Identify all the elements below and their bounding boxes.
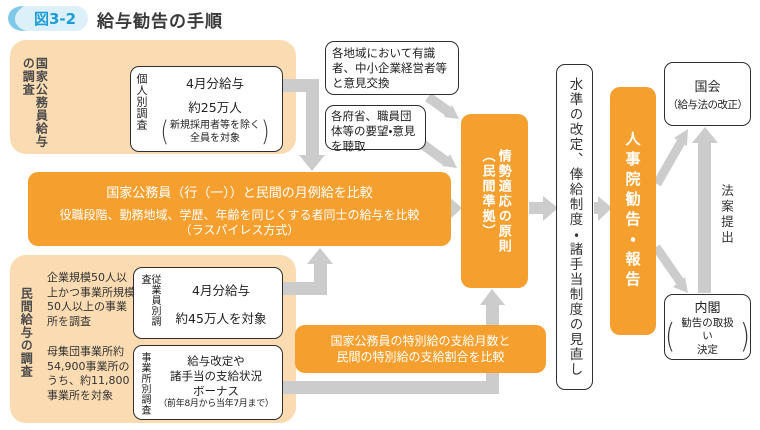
allowance-status-text: 諸手当の支給状況 (170, 369, 262, 384)
cabinet-box: 内閣 ( 勧告の取扱い 決定 ) (664, 294, 751, 360)
bonus-comparison-box: 国家公務員の特別給の支給月数と 民間の特別給の支給割合を比較 (295, 325, 546, 373)
standard-revision-box: 水準の改定、俸給制度・諸手当制度の見直し (556, 64, 593, 390)
figure-number: 図3-2 (33, 10, 77, 28)
bonus-comparison-line2: 民間の特別給の支給割合を比較 (336, 350, 505, 364)
badge-swoosh-icon (5, 4, 39, 33)
bill-submission-label: 法案提出 (719, 184, 734, 246)
private-survey-scope-text: 企業規模50人以上かつ事業所規模50人以上の事業所を調査 (47, 271, 135, 328)
monthly-comparison-line3: （ラスパイレス方式） (179, 223, 300, 237)
figure-number-badge: 図3-2 (8, 6, 88, 31)
bonus-text: ボーナス (193, 384, 239, 399)
opinion-exchange-box: 各地域において有識者、中小企業経営者等と意見交換 (325, 41, 459, 95)
private-survey-population-text: 母集団事業所約54,900事業所のうち、約11,800事業所を対象 (47, 345, 130, 402)
survey-period-text: （前年8月から当年7月まで） (158, 399, 274, 410)
close-paren: ) (739, 318, 750, 356)
diet-subtitle: （給与法の改正） (667, 99, 749, 111)
headcount-text: 約45万人を対象 (175, 310, 267, 326)
monthly-salary-comparison-box: 国家公務員（行（一））と民間の月例給を比較 役職段階、勤務地域、学歴、年齢を同じ… (28, 172, 451, 246)
cabinet-title: 内閣 (694, 301, 721, 317)
employee-survey-box: 従業員別調査 4月分給与 約45万人を対象 (133, 267, 283, 339)
open-paren: ( (160, 116, 169, 148)
monthly-comparison-line1: 国家公務員（行（一））と民間の月例給を比較 (106, 186, 373, 201)
panel-label-national-survey: 国家公務員給与 の調査 (21, 57, 49, 148)
close-paren: ) (261, 116, 270, 148)
panel-label-private-survey: 民間給与の調査 (19, 287, 34, 378)
diet-box: 国会 （給与法の改正） (664, 62, 751, 126)
cabinet-note: 勧告の取扱い 決定 (681, 317, 734, 356)
pay-revision-text: 給与改定や (187, 354, 245, 369)
bonus-comparison-line1: 国家公務員の特別給の支給月数と (330, 333, 511, 348)
april-salary-text: 4月分給与 (192, 282, 250, 298)
opinion-hearing-box: 各府省、職員団体等の要望・意見を聴取 (325, 105, 426, 153)
npa-recommendation-report-box: 人事院勧告・報告 (610, 87, 656, 335)
establishment-survey-side-label: 事業所別調査 (139, 352, 150, 415)
principle-line1: 情勢適応の原則 (495, 148, 511, 254)
monthly-comparison-line2: 役職段階、勤務地域、学歴、年齢を同じくする者同士の給与を比較 (59, 208, 420, 222)
establishment-survey-box: 事業所別調査 給与改定や 諸手当の支給状況 ボーナス （前年8月から当年7月まで… (133, 345, 283, 420)
employee-survey-side-label: 従業員別調査 (139, 274, 160, 327)
individual-survey-box: 個人別調査 4月分給与 約25万人 ( 新規採用者等を除く 全員を対象 ) (130, 66, 283, 152)
principle-line2: （民間準拠） (479, 148, 495, 239)
diet-title: 国会 (694, 80, 721, 95)
april-salary-text: 4月分給与 (186, 76, 244, 91)
principle-of-adaptation-box: 情勢適応の原則 （民間準拠） (461, 114, 528, 288)
individual-survey-side-label: 個人別調査 (135, 73, 148, 131)
headcount-text: 約25万人 (188, 100, 242, 115)
coverage-note: 新規採用者等を除く 全員を対象 (170, 120, 260, 144)
open-paren: ( (665, 318, 676, 356)
diagram-title: 給与勧告の手順 (97, 12, 223, 32)
